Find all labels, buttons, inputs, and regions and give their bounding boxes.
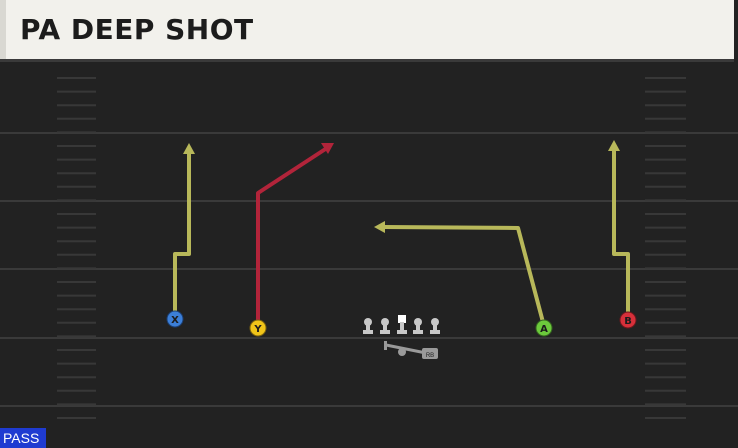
routes <box>173 140 630 328</box>
lineman-icon <box>430 318 440 334</box>
player-y[interactable]: Y <box>249 319 267 337</box>
fake-handoff-cap <box>384 341 387 350</box>
play-type-badge: PASS <box>0 428 46 448</box>
route-x-arrow <box>183 143 195 154</box>
player-a-label: A <box>540 324 548 335</box>
route-b <box>612 146 630 320</box>
lineman-icon <box>413 318 423 334</box>
player-y-label: Y <box>253 324 262 335</box>
lineman-icon <box>363 318 373 334</box>
lineman-icon <box>380 318 390 334</box>
route-y-arrow <box>321 143 334 154</box>
quarterback-icon <box>398 348 406 356</box>
player-b-label: B <box>624 316 632 327</box>
hash-marks <box>57 77 686 419</box>
play-title: PA DEEP SHOT <box>20 13 254 46</box>
rb-label: RB <box>426 353 434 359</box>
fake-handoff-line <box>385 343 427 355</box>
player-b[interactable]: B <box>619 311 637 329</box>
player-a[interactable]: A <box>535 319 553 337</box>
title-bar: PA DEEP SHOT <box>0 0 734 62</box>
route-a-arrow <box>374 221 385 233</box>
player-x-label: X <box>171 315 179 326</box>
route-b-arrow <box>608 140 620 151</box>
player-x[interactable]: X <box>166 310 184 328</box>
route-y <box>256 146 329 328</box>
play-action-fake: RB <box>384 341 438 359</box>
offensive-line <box>363 315 440 334</box>
center-icon <box>397 315 407 334</box>
rb-badge <box>422 348 438 359</box>
route-x <box>173 148 191 320</box>
route-a <box>382 225 546 328</box>
